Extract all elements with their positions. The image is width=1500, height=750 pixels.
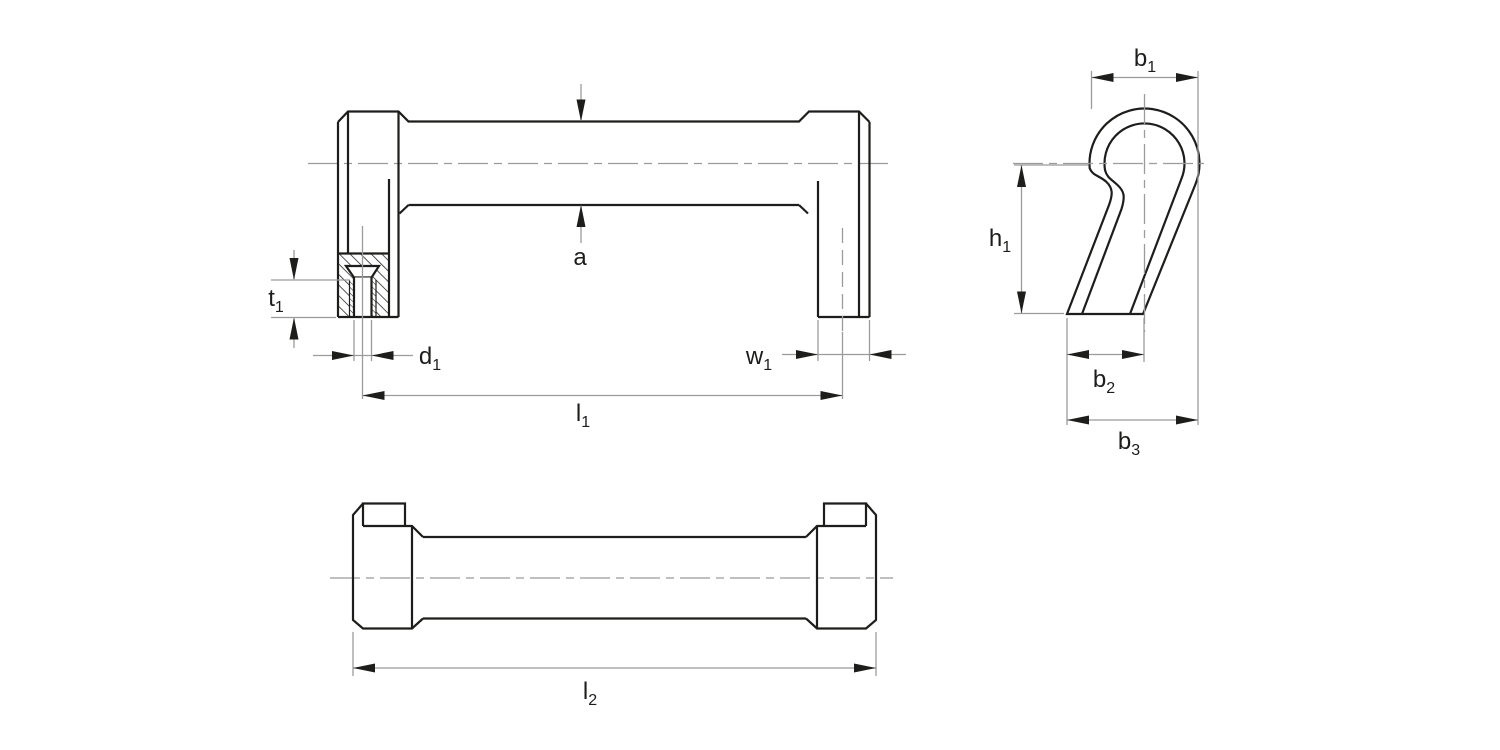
arrowhead xyxy=(854,663,876,673)
dimension-h1: h1 xyxy=(989,164,1088,315)
side-view: b1 h1 b2 b3 xyxy=(989,45,1204,459)
plan-tube xyxy=(423,535,806,620)
dim-label-a: a xyxy=(573,244,587,271)
left-post xyxy=(336,111,400,319)
dim-label-b3: b3 xyxy=(1118,428,1140,459)
profile-outer-contour xyxy=(1065,107,1201,316)
arrowhead xyxy=(1176,415,1198,425)
dimension-t1: t1 xyxy=(268,250,350,348)
arrowhead xyxy=(371,351,394,360)
arrowhead xyxy=(289,317,299,340)
arrowhead xyxy=(820,391,843,400)
arrowhead xyxy=(332,351,354,360)
dimension-b3: b3 xyxy=(1067,415,1198,459)
dim-label-l1: l1 xyxy=(576,400,590,431)
plan-right-cap xyxy=(805,502,878,630)
arrowhead xyxy=(576,99,586,122)
dimension-l1: l1 xyxy=(362,391,843,431)
dim-label-h1: h1 xyxy=(989,225,1011,256)
dim-label-b1: b1 xyxy=(1134,45,1156,76)
right-post xyxy=(816,111,871,399)
thread-right xyxy=(371,280,377,316)
dimension-w1: w1 xyxy=(745,320,906,374)
bar-top-outline xyxy=(337,110,871,123)
arrowhead xyxy=(289,258,299,280)
arrowhead xyxy=(796,350,818,359)
top-view: l2 xyxy=(330,502,893,709)
arrowhead xyxy=(1017,165,1026,187)
handle-bar xyxy=(337,110,871,215)
dimension-l2: l2 xyxy=(352,632,877,709)
dim-label-b2: b2 xyxy=(1093,366,1115,397)
plan-left-cap xyxy=(351,502,424,630)
dimension-a: a xyxy=(573,84,587,271)
dimension-b2: b2 xyxy=(1066,318,1145,425)
arrowhead xyxy=(1091,73,1114,82)
arrowhead xyxy=(1067,415,1089,425)
arrowhead xyxy=(362,391,385,400)
arrowhead xyxy=(1122,350,1144,359)
arrowhead xyxy=(353,663,375,673)
dim-label-t1: t1 xyxy=(268,285,284,316)
dimension-b1: b1 xyxy=(1090,45,1199,425)
thread-left xyxy=(349,280,355,316)
section-hatch xyxy=(338,252,389,317)
dimension-d1: d1 xyxy=(313,343,441,374)
arrowhead xyxy=(1067,350,1089,359)
arrowhead xyxy=(576,205,586,227)
arrowhead xyxy=(1176,73,1198,82)
arrowhead xyxy=(1017,291,1026,314)
dim-label-w1: w1 xyxy=(745,343,772,374)
arrowhead xyxy=(869,350,892,359)
dim-label-l2: l2 xyxy=(583,678,597,709)
dim-label-d1: d1 xyxy=(419,343,441,374)
profile-inner-contour xyxy=(1080,122,1186,315)
front-view: a t1 d1 w1 xyxy=(268,84,906,431)
